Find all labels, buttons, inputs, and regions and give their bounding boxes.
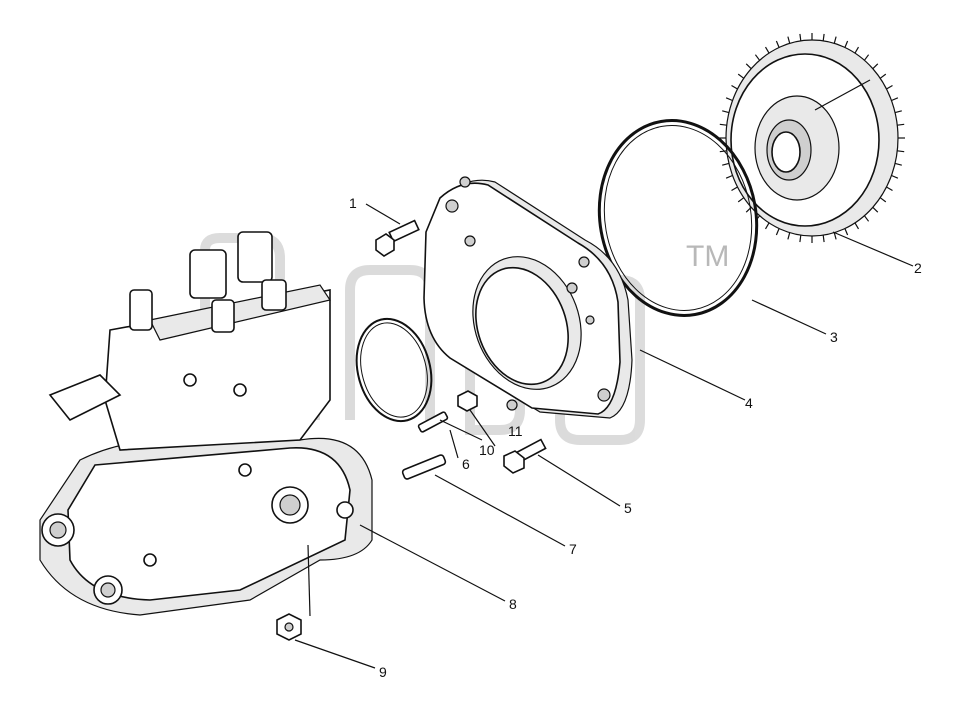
gear-tooth: [863, 215, 870, 222]
gear-tooth: [731, 84, 738, 90]
gear-tooth: [879, 73, 887, 79]
callout-label-7: 7: [569, 541, 577, 557]
callout-label-11: 11: [508, 423, 523, 439]
bolt-part-1: [375, 219, 420, 257]
gear-tooth: [854, 46, 860, 54]
gear-tooth: [854, 222, 860, 230]
gear-tooth: [799, 33, 802, 41]
callout-label-10: 10: [479, 442, 495, 458]
gear-tooth: [897, 123, 905, 126]
gear-tooth: [844, 40, 849, 48]
gear-tooth: [764, 222, 770, 230]
flange-plate-part: [423, 176, 633, 419]
gear-tooth: [787, 36, 791, 44]
watermark-tm: TM: [686, 240, 729, 273]
callout-label-6: 6: [462, 456, 470, 472]
gear-tooth: [725, 174, 733, 179]
callout-label-2: 2: [914, 260, 922, 276]
gear-part: [719, 33, 905, 243]
gear-tooth: [897, 150, 905, 153]
gear-tooth: [891, 97, 899, 102]
gear-tooth: [737, 197, 745, 203]
callout-label-4: 4: [745, 395, 753, 411]
gear-tooth: [894, 162, 902, 166]
small-o-ring-part: [355, 317, 433, 423]
callout-label-5: 5: [624, 500, 632, 516]
gear-tooth: [764, 46, 770, 54]
gear-tooth: [879, 197, 887, 203]
gear-tooth: [775, 40, 780, 48]
gear-tooth: [787, 232, 791, 240]
gear-tooth: [754, 54, 761, 61]
gear-tooth: [822, 235, 825, 243]
callout-label-9: 9: [379, 664, 387, 680]
gear-tooth: [891, 174, 899, 179]
gear-tooth: [822, 33, 825, 41]
gear-tooth: [863, 54, 870, 61]
fuel-pump-part: [39, 231, 373, 616]
callout-label-3: 3: [830, 329, 838, 345]
gear-tooth: [725, 97, 733, 102]
large-o-ring-part: [597, 119, 759, 317]
gear-tooth: [833, 232, 837, 240]
bolt-part-5: [503, 438, 547, 474]
gear-tooth: [722, 110, 730, 114]
gear-tooth: [719, 123, 727, 126]
gear-tooth: [886, 84, 893, 90]
callout-labels: 1 2 3 4 5 6 7 8 9 10 11: [349, 195, 922, 680]
gear-tooth: [872, 206, 879, 213]
gear-tooth: [775, 228, 780, 236]
gear-tooth: [745, 63, 752, 70]
leader-lines: [294, 79, 914, 669]
gear-tooth: [872, 63, 879, 70]
gear-tooth: [722, 162, 730, 166]
nut-part-9: [276, 613, 302, 641]
gear-tooth: [886, 186, 893, 192]
gear-tooth: [737, 73, 745, 79]
gear-tooth: [799, 235, 802, 243]
callout-label-1: 1: [349, 195, 357, 211]
callout-label-8: 8: [509, 596, 517, 612]
stud-part-7: [401, 454, 447, 480]
nut-part-11: [457, 390, 478, 412]
gear-tooth: [731, 186, 738, 192]
gear-tooth: [894, 110, 902, 114]
gear-tooth: [833, 36, 837, 44]
gear-tooth: [719, 150, 727, 153]
gear-tooth: [844, 228, 849, 236]
screw-part-10: [417, 411, 449, 433]
